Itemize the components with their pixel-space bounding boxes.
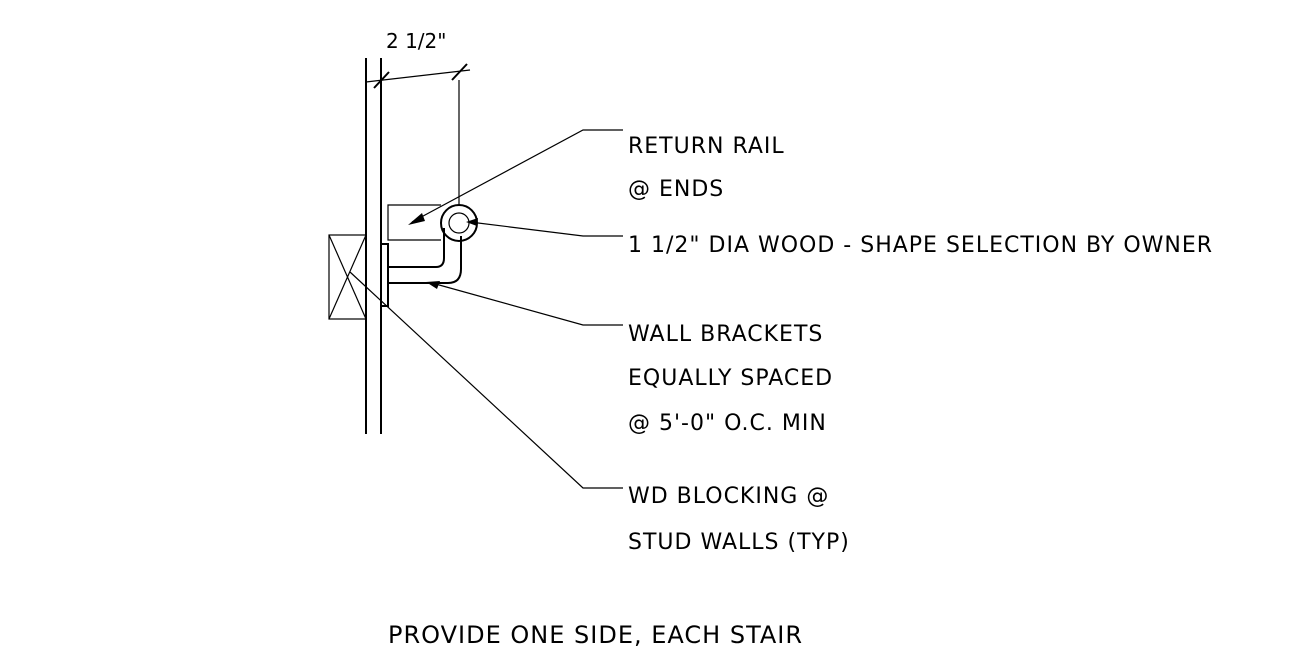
leader-blocking [349,271,623,489]
wall-brackets-line-3: @ 5'-0" O.C. MIN [628,411,827,436]
return-rail-line-2: @ ENDS [628,177,724,202]
callout-return-rail: RETURN RAIL @ ENDS [628,134,785,202]
leader-return-rail [408,129,623,225]
return-rail-outline [387,204,441,241]
leader-handrail [466,218,623,237]
callout-blocking: WD BLOCKING @ STUD WALLS (TYP) [628,484,850,555]
handrail-line-1: 1 1/2" DIA WOOD - SHAPE SELECTION BY OWN… [628,233,1213,258]
return-rail-line-1: RETURN RAIL [628,134,785,159]
blocking-line-1: WD BLOCKING @ [628,484,829,509]
leader-wall-brackets [426,281,623,326]
wall [365,58,382,434]
wood-blocking [328,234,367,320]
dimension-2-1-2: 2 1/2" [365,29,471,205]
callout-wall-brackets: WALL BRACKETS EQUALLY SPACED @ 5'-0" O.C… [628,322,833,436]
blocking-line-2: STUD WALLS (TYP) [628,530,850,555]
dimension-label: 2 1/2" [386,29,446,53]
wall-brackets-line-1: WALL BRACKETS [628,322,823,347]
callout-handrail: 1 1/2" DIA WOOD - SHAPE SELECTION BY OWN… [628,233,1213,258]
wall-brackets-line-2: EQUALLY SPACED [628,366,833,391]
drawing-caption: PROVIDE ONE SIDE, EACH STAIR [388,621,803,649]
wall-bracket-arm [388,228,462,284]
bracket-plate [380,243,389,307]
